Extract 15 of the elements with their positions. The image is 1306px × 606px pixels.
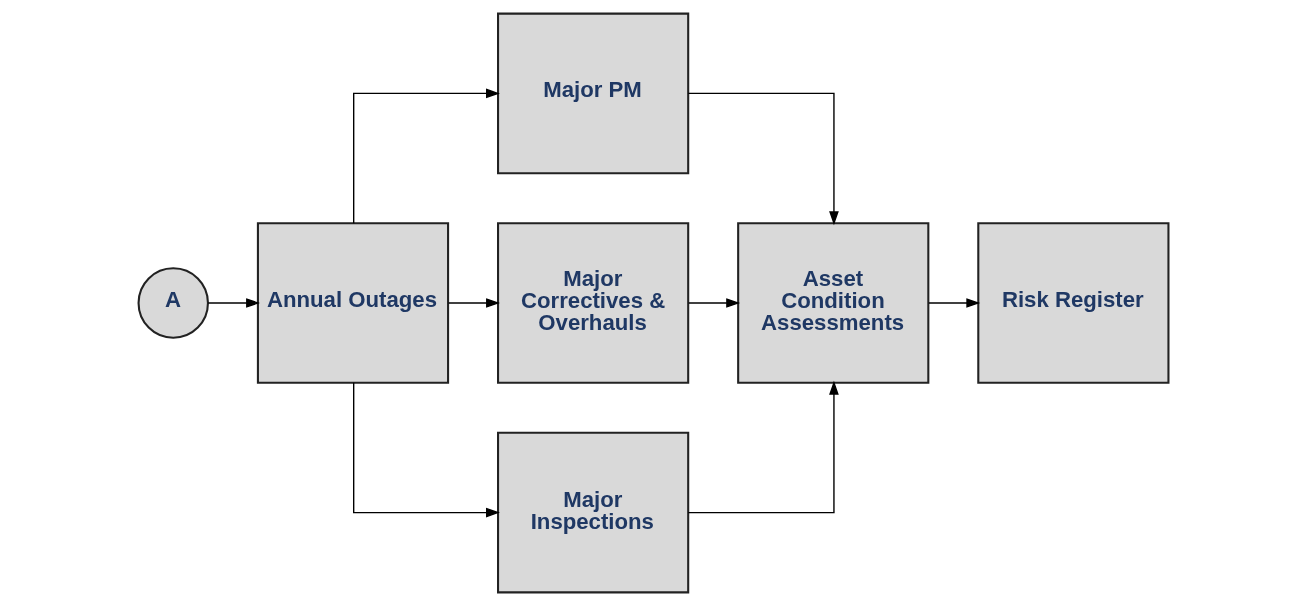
node-box: Asset Condition Assessments	[736, 222, 929, 384]
node-box: Risk Register	[976, 222, 1169, 384]
node-box: Annual Outages	[256, 222, 449, 384]
arrow	[687, 380, 839, 514]
node-box: Major PM	[496, 12, 689, 175]
node-circle: A	[137, 267, 209, 339]
arrow	[352, 382, 500, 518]
arrow	[207, 298, 260, 308]
arrow	[687, 92, 839, 226]
node-box: Major Correctives & Overhauls	[496, 222, 689, 384]
node-box: Major Inspections	[496, 431, 689, 594]
arrow	[687, 298, 740, 308]
arrow	[352, 88, 500, 224]
arrow	[927, 298, 980, 308]
arrow	[447, 298, 500, 308]
